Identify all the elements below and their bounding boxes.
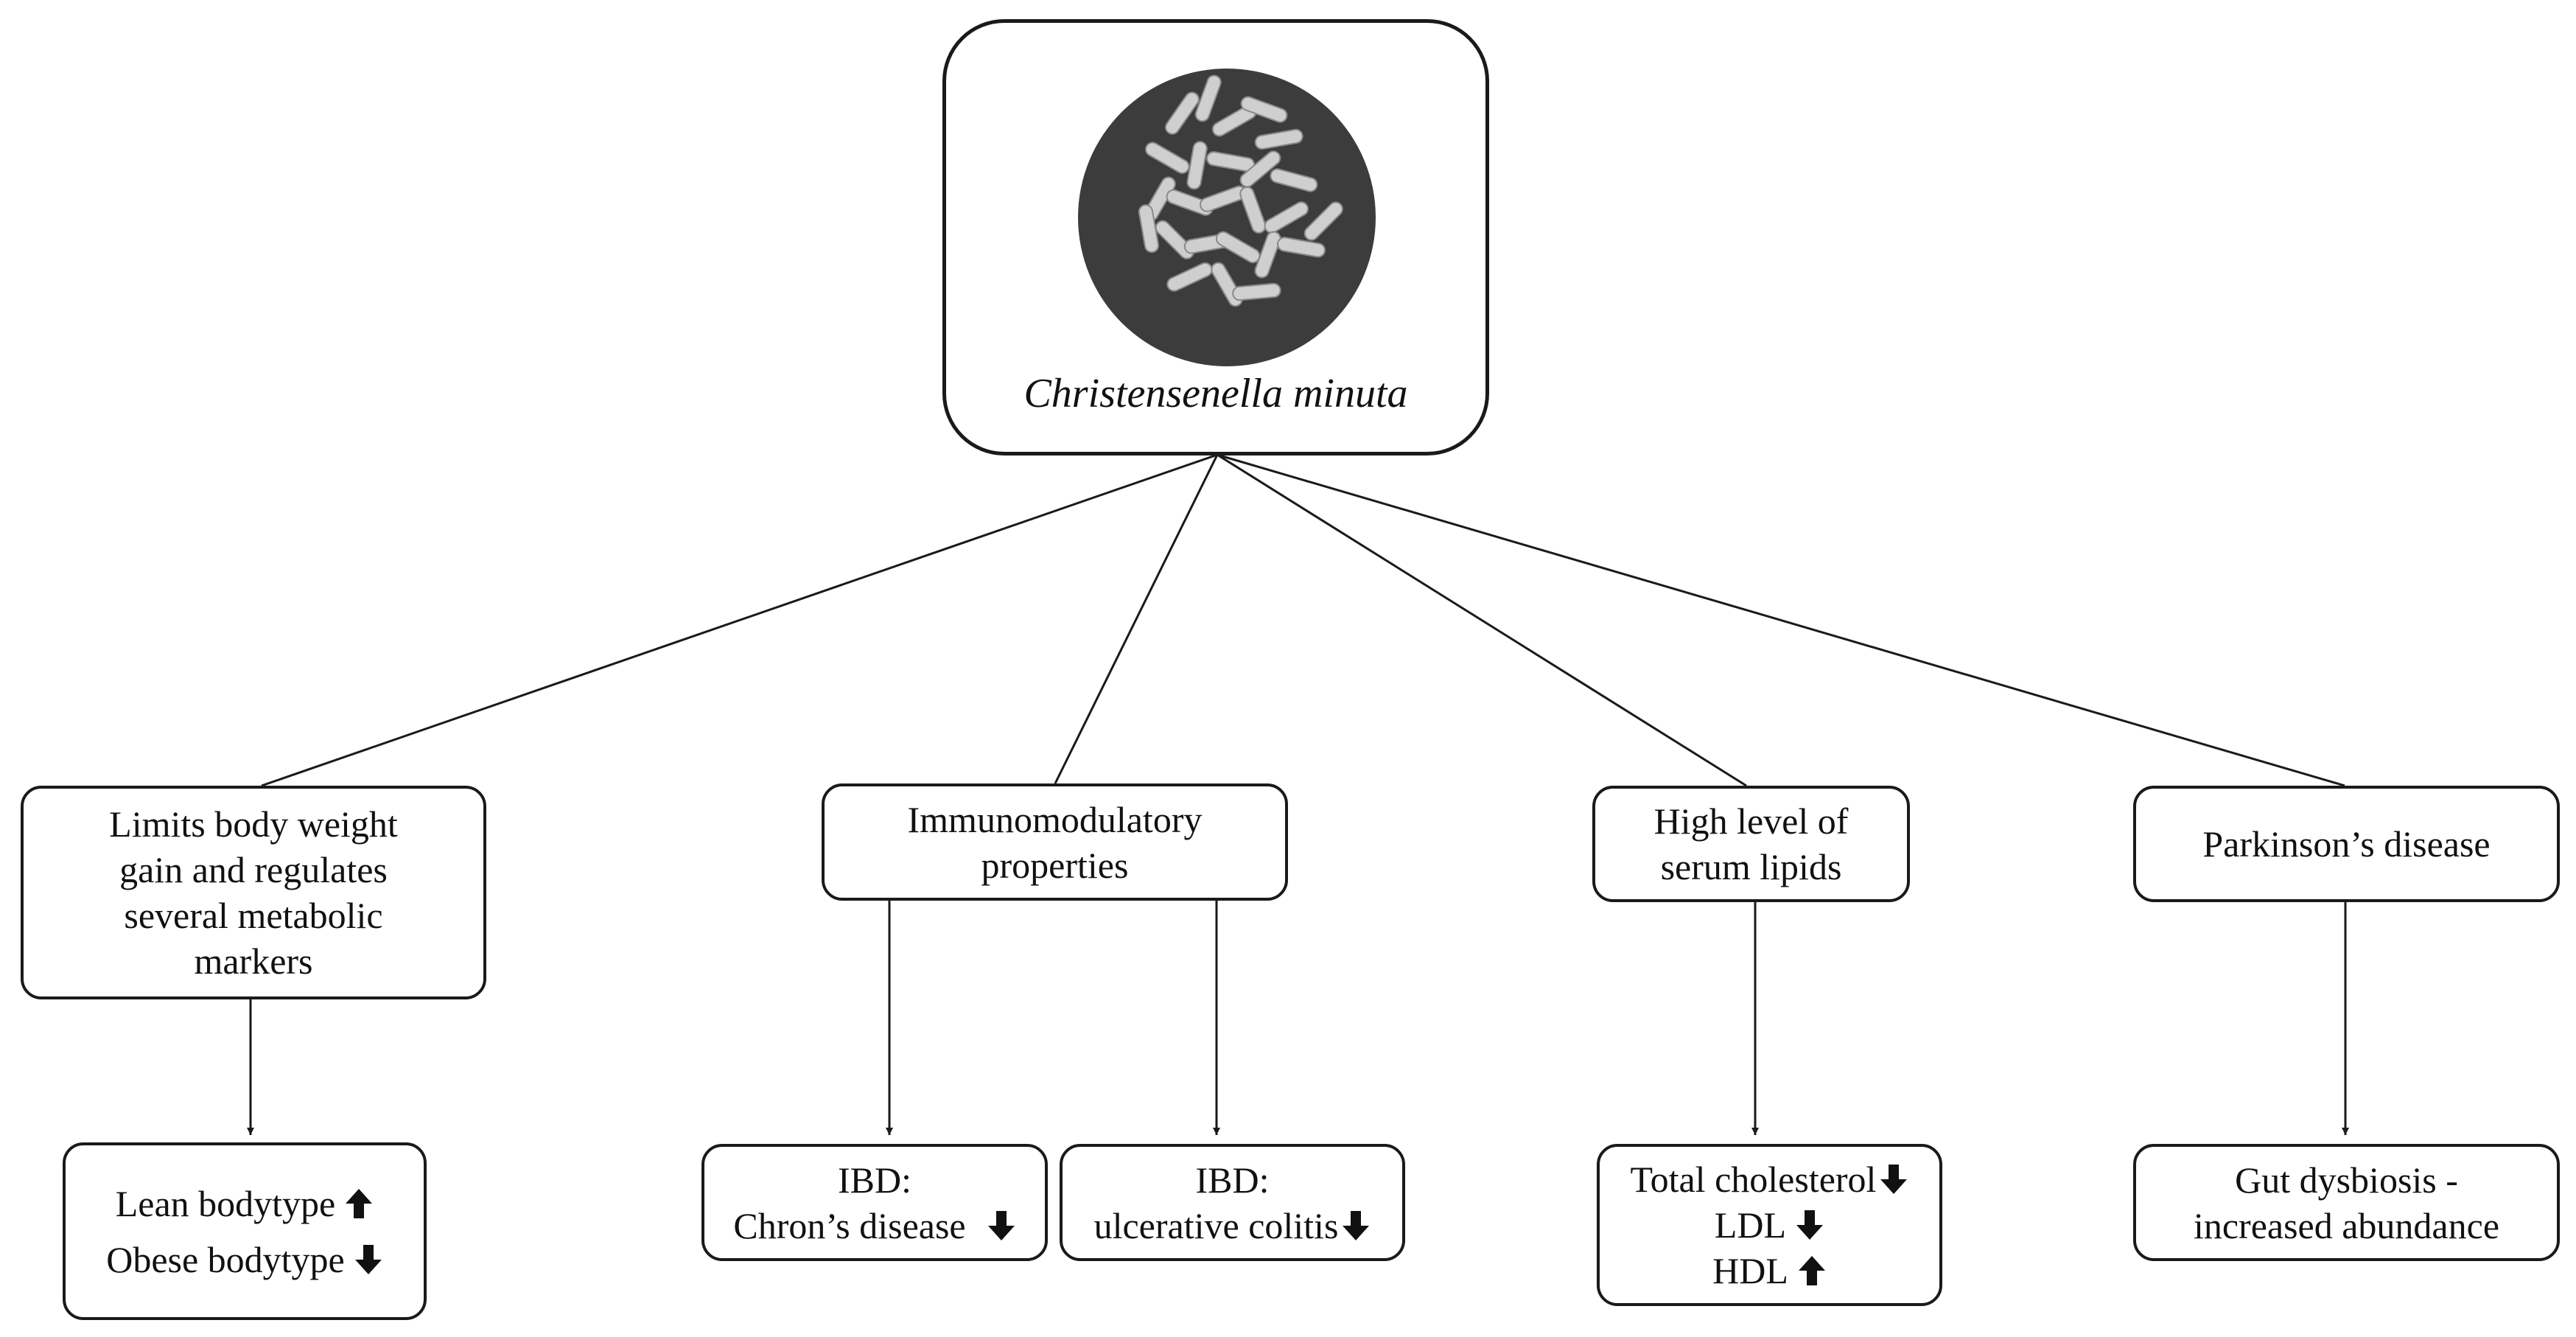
outcome-text: HDL (1712, 1250, 1788, 1291)
arrow-down-icon (1343, 1210, 1370, 1240)
arrow-up-icon (1798, 1256, 1825, 1285)
outcome-node-lipids: Total cholesterol LDL HDL (1597, 1144, 1942, 1306)
bacterium-rod (1270, 168, 1318, 192)
connector-root-to-branch-1 (261, 453, 1218, 787)
bacterium-rod (1138, 204, 1160, 254)
bacterium-rod (1240, 96, 1288, 123)
outcome-row: ulcerative colitis (1094, 1203, 1371, 1249)
bacterium-rod (1232, 282, 1281, 301)
branch-line: Parkinson’s disease (2202, 823, 2491, 865)
outcome-text: IBD: (1195, 1159, 1270, 1201)
outcome-text: LDL (1714, 1204, 1787, 1246)
arrow-down-icon (987, 1210, 1015, 1240)
arrow-down-icon (1880, 1165, 1908, 1194)
branch-line: properties (981, 844, 1129, 886)
bacterium-rod (1155, 220, 1194, 259)
outcome-row: HDL (1712, 1248, 1827, 1294)
outcome-row: Total cholesterol (1631, 1156, 1909, 1202)
branch-line: High level of (1653, 800, 1849, 842)
branch-node-body-weight: Limits body weight gain and regulates se… (21, 786, 486, 999)
branch-node-serum-lipids: High level of serum lipids (1592, 786, 1910, 902)
branch-line: Limits body weight (109, 803, 398, 845)
bacterium-rod (1303, 201, 1343, 241)
outcome-row: Gut dysbiosis - (2235, 1157, 2458, 1203)
outcome-row: increased abundance (2194, 1203, 2499, 1249)
outcome-text: Total cholesterol (1630, 1159, 1877, 1200)
branch-line: markers (194, 940, 313, 982)
outcome-text: Obese bodytype (106, 1238, 345, 1280)
outcome-text: increased abundance (2193, 1204, 2500, 1246)
branch-line: gain and regulates (119, 849, 388, 890)
outcome-text: IBD: (838, 1159, 911, 1201)
branch-line: several metabolic (124, 895, 383, 936)
bacterium-rod (1264, 201, 1309, 234)
arrow-down-icon (354, 1244, 382, 1274)
outcome-row: LDL (1715, 1202, 1824, 1248)
bacteria-micrograph-icon (1078, 69, 1376, 366)
outcome-text: Chron’s disease (733, 1204, 966, 1246)
branch-node-immunomodulatory: Immunomodulatory properties (822, 783, 1288, 901)
bacterium-rod (1144, 142, 1190, 174)
outcome-row: Chron’s disease (733, 1203, 1015, 1249)
branch-line: Immunomodulatory (907, 798, 1203, 840)
outcome-text: Gut dysbiosis - (2235, 1159, 2458, 1201)
outcome-row: Lean bodytype (116, 1181, 374, 1226)
bacterium-rod (1186, 141, 1208, 190)
outcome-row: IBD: (838, 1157, 911, 1203)
outcome-text: ulcerative colitis (1093, 1204, 1339, 1246)
arrow-up-icon (346, 1188, 373, 1218)
bacterium-rod (1239, 186, 1267, 234)
bacterium-rod (1164, 91, 1200, 135)
branch-node-parkinsons: Parkinson’s disease (2133, 786, 2560, 902)
root-species-label: Christensenella minuta (1023, 370, 1408, 416)
connector-root-to-branch-2 (1054, 454, 1219, 784)
outcome-row: IBD: (1196, 1157, 1270, 1203)
connector-root-to-branch-4 (1217, 453, 2345, 787)
outcome-node-ibd-uc: IBD: ulcerative colitis (1060, 1144, 1405, 1261)
outcome-row: Obese bodytype (106, 1237, 383, 1282)
bacterium-rod (1239, 150, 1281, 188)
connector-root-to-branch-3 (1217, 453, 1747, 787)
outcome-node-gut-dysbiosis: Gut dysbiosis - increased abundance (2133, 1144, 2560, 1261)
root-node: Christensenella minuta (942, 19, 1489, 455)
bacterium-rod (1254, 231, 1281, 279)
bacterium-rod (1277, 237, 1326, 258)
bacterium-rod (1166, 262, 1213, 292)
bacterium-rod (1254, 128, 1303, 150)
bacterium-rod (1194, 74, 1222, 122)
outcome-text: Lean bodytype (115, 1182, 336, 1224)
outcome-node-ibd-chron: IBD: Chron’s disease (701, 1144, 1048, 1261)
arrow-down-icon (1796, 1210, 1824, 1240)
branch-line: serum lipids (1660, 846, 1842, 887)
outcome-node-bodytype: Lean bodytype Obese bodytype (63, 1142, 427, 1320)
